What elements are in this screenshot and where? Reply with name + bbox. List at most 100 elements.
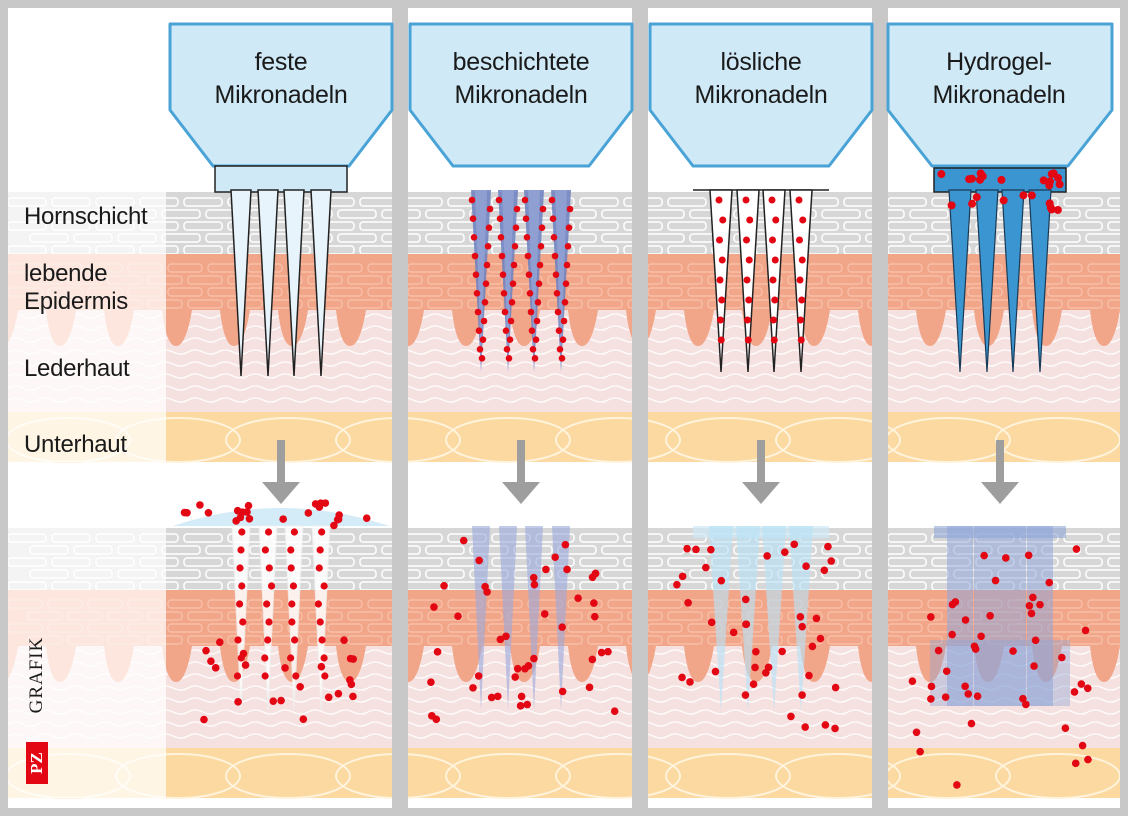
- fat-cell: [555, 753, 681, 799]
- epidermis-cell: [587, 635, 623, 645]
- drug-dot: [349, 655, 358, 663]
- solid-needle: [310, 189, 332, 377]
- hydrogel-needles: [933, 167, 1067, 373]
- horn-cell: [425, 569, 465, 579]
- drug-dot: [1071, 759, 1080, 768]
- drug-dot: [716, 276, 724, 284]
- drug-dot: [673, 580, 681, 589]
- drug-dot: [562, 280, 570, 287]
- epidermis-cell: [807, 599, 843, 609]
- drug-dot: [529, 346, 537, 353]
- drug-dot: [1002, 554, 1010, 562]
- fat-cell: [445, 417, 571, 463]
- drug-dot: [239, 649, 248, 658]
- drug-dot: [772, 216, 780, 224]
- epidermis-cell: [667, 611, 703, 621]
- down-arrow-icon: [262, 440, 300, 504]
- fat-cell: [775, 417, 901, 463]
- drug-dot: [318, 636, 326, 644]
- drug-dot: [522, 215, 530, 222]
- drug-dot: [238, 582, 246, 590]
- epidermis-cell: [167, 287, 203, 297]
- drug-dot: [485, 224, 493, 231]
- drug-dot: [484, 243, 492, 250]
- hydrogel-needle: [948, 189, 972, 373]
- applicator-body: [648, 22, 874, 168]
- label-unterhaut: Unterhaut: [24, 431, 127, 458]
- drug-dot: [780, 548, 789, 557]
- drug-dot: [745, 256, 753, 264]
- drug-dot: [741, 595, 750, 604]
- drug-dot: [561, 299, 569, 306]
- hydrogel-needle: [1001, 189, 1025, 373]
- dermis-fiber: [7, 733, 1128, 739]
- drug-dot: [986, 611, 994, 620]
- drug-dot: [362, 514, 371, 522]
- drug-dot: [237, 546, 245, 554]
- drug-dot: [526, 290, 534, 297]
- drug-dot: [551, 553, 559, 562]
- drug-dot: [563, 565, 571, 574]
- needle-ghost: [472, 526, 490, 710]
- drug-dot: [433, 648, 442, 656]
- epidermis-cell: [587, 611, 623, 621]
- drug-dot: [318, 528, 326, 536]
- epidermis-cell: [827, 611, 863, 621]
- drug-dot: [798, 296, 806, 304]
- drug-dot: [314, 600, 323, 608]
- epidermis-cell: [327, 263, 363, 273]
- drug-dot: [604, 647, 612, 656]
- drug-dot: [798, 691, 806, 699]
- needle-ghost: [525, 526, 543, 710]
- drug-dot: [1061, 724, 1070, 732]
- horn-cell: [1063, 197, 1103, 207]
- drug-dot: [717, 576, 726, 585]
- drug-dot: [554, 308, 562, 316]
- drug-dot: [561, 540, 570, 549]
- drug-dot: [927, 613, 935, 621]
- drug-dot: [816, 634, 825, 643]
- drug-dot: [927, 695, 935, 703]
- drug-dot: [530, 580, 539, 589]
- drug-dot: [796, 276, 804, 284]
- epidermis-cell: [1067, 635, 1103, 645]
- solid-needle: [257, 189, 279, 377]
- horn-cell: [425, 233, 465, 243]
- horn-cell: [821, 569, 861, 579]
- drug-dot: [565, 224, 573, 231]
- drug-dot: [552, 271, 560, 278]
- epidermis-cell: [827, 299, 863, 309]
- drug-dot: [334, 515, 343, 524]
- drug-dot: [964, 690, 973, 698]
- drug-dot: [686, 678, 694, 686]
- dissolved-needle: [762, 526, 786, 712]
- epidermis-cell: [1067, 299, 1103, 309]
- drug-dot: [797, 316, 804, 324]
- drug-dot: [523, 234, 531, 241]
- arrow-shaft: [996, 440, 1004, 482]
- drug-dot: [1055, 180, 1064, 189]
- arrow-head: [981, 482, 1019, 504]
- drug-dot: [1070, 688, 1079, 696]
- drug-dot: [973, 692, 982, 701]
- label-lebende-epidermis: lebende Epidermis: [24, 259, 128, 317]
- column-gutter: [392, 8, 408, 808]
- epidermis-cell: [327, 599, 363, 609]
- drug-dot: [264, 636, 272, 644]
- drug-dot: [749, 680, 758, 689]
- epidermis-cell: [187, 299, 223, 309]
- arrow-head: [262, 482, 300, 504]
- drug-dot: [968, 199, 977, 208]
- epidermis-cell: [1027, 299, 1063, 309]
- drug-dot: [768, 196, 776, 204]
- column-gutter: [632, 8, 648, 808]
- drug-dot: [498, 252, 506, 260]
- drug-dot: [796, 613, 805, 621]
- horn-cell: [821, 233, 861, 243]
- fat-cell: [775, 753, 901, 799]
- drug-dot: [440, 581, 448, 590]
- applicator-head: [408, 22, 634, 168]
- drug-dot: [997, 175, 1006, 184]
- drug-dot: [215, 638, 224, 646]
- drug-dot: [475, 556, 483, 565]
